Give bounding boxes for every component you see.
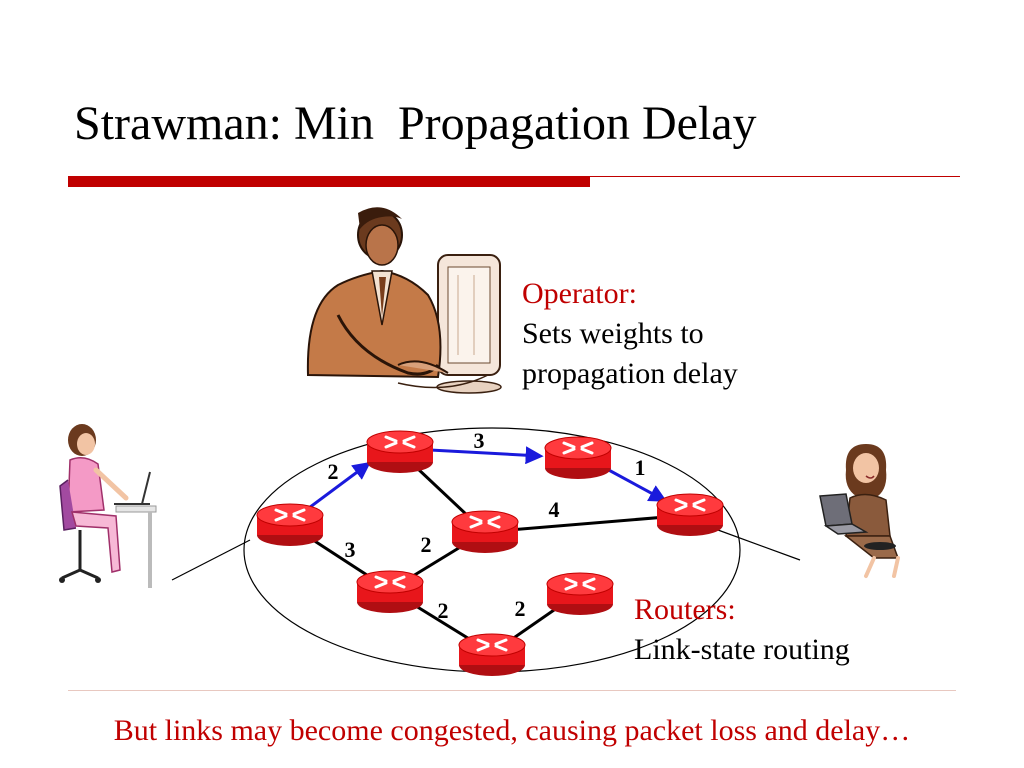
laptop-icon <box>819 493 869 535</box>
keyboard-icon <box>397 374 489 389</box>
routers-heading: Routers: <box>634 593 736 626</box>
link-weight-b-c: 3 <box>474 428 485 453</box>
link-weight-d-e: 2 <box>421 532 432 557</box>
link-weight-d-f: 4 <box>549 497 560 522</box>
router-h-icon <box>458 633 526 676</box>
router-b-icon <box>366 430 434 473</box>
laptop-icon <box>114 471 151 505</box>
bottom-caption: But links may become congested, causing … <box>113 714 911 747</box>
operator-illustration <box>306 207 502 394</box>
router-c-icon <box>544 436 612 479</box>
operator-heading: Operator: <box>522 277 637 310</box>
title-underline-thick <box>68 176 590 187</box>
title-underline-thin <box>590 176 960 177</box>
link-weight-a-b: 2 <box>328 459 339 484</box>
operator-callout: Operator: Sets weights to propagation de… <box>522 274 822 394</box>
operator-line-2: propagation delay <box>522 357 738 390</box>
link-weight-h-g: 2 <box>515 596 526 621</box>
path-link-b-c <box>429 446 544 465</box>
operator-line-1: Sets weights to <box>522 317 704 350</box>
slide-title: Strawman: Min Propagation Delay <box>74 97 757 150</box>
link-weight-e-h: 2 <box>438 598 449 623</box>
bottom-divider <box>68 690 956 691</box>
desk-icon <box>115 505 157 588</box>
left-user-person-icon <box>59 424 129 583</box>
router-a-icon <box>256 503 324 546</box>
right-user-person-icon <box>843 444 900 578</box>
router-e-icon <box>356 570 424 613</box>
routers-callout: Routers: Link-state routing <box>634 590 934 670</box>
path-link-c-f <box>604 466 668 502</box>
right-access-link <box>717 529 801 561</box>
router-g-icon <box>546 572 614 615</box>
monitor-icon <box>436 254 502 394</box>
left-user-illustration <box>59 424 157 588</box>
link-d-f <box>484 513 691 534</box>
link-weight-a-e: 3 <box>345 537 356 562</box>
right-user-illustration <box>819 444 900 578</box>
router-f-icon <box>656 493 724 536</box>
operator-person-icon <box>306 207 449 379</box>
routers-line-1: Link-state routing <box>634 633 850 666</box>
link-weight-c-f: 1 <box>635 455 646 480</box>
router-d-icon <box>451 510 519 553</box>
left-access-link <box>171 539 251 581</box>
